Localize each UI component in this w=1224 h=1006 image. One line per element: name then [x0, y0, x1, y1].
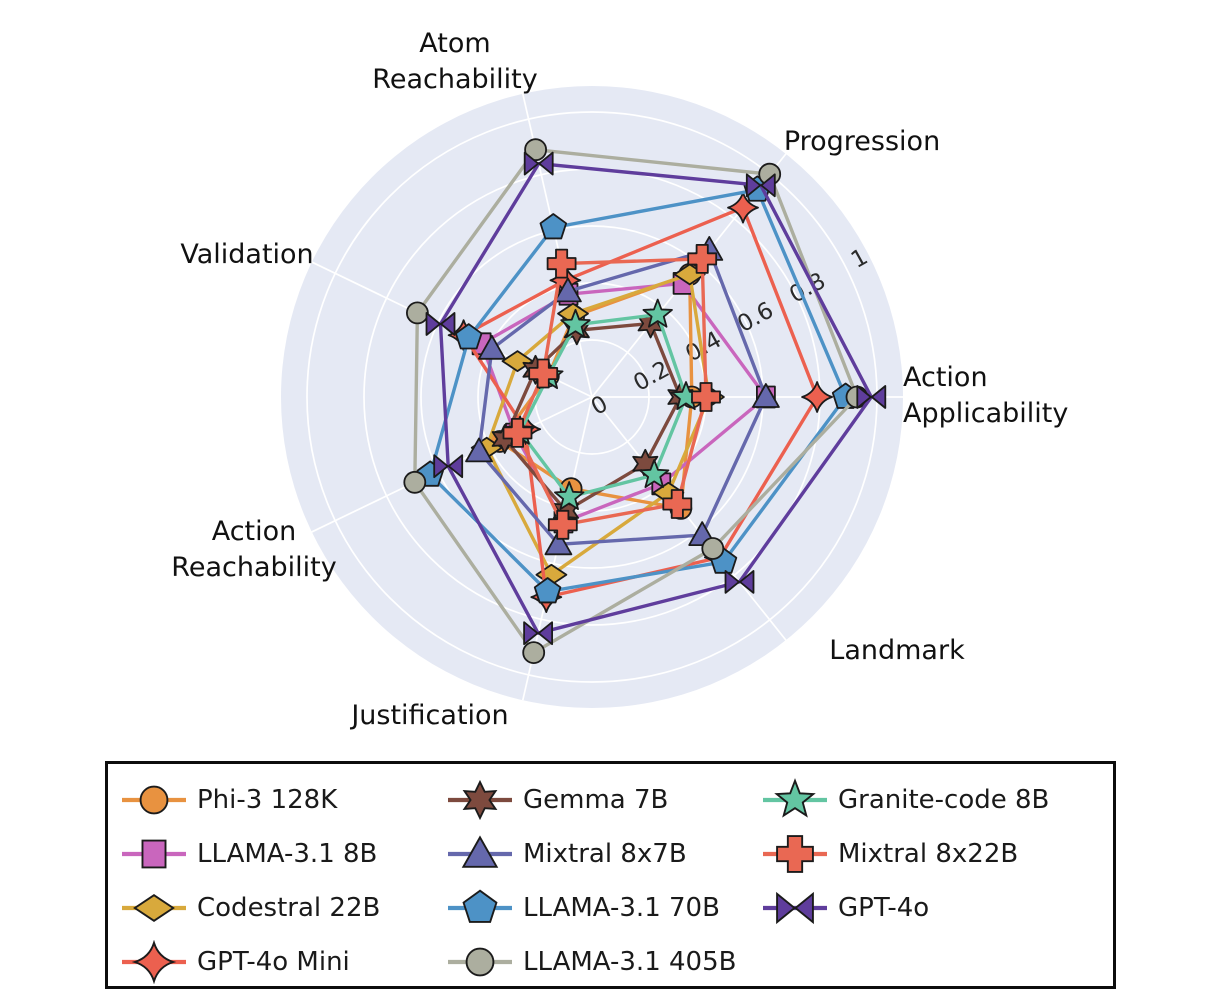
series-line-mixtral-8x22b — [515, 257, 708, 527]
bowtie-marker-gpt-4o — [425, 312, 456, 336]
legend-item-mixtral-8x22b: Mixtral 8x22B — [760, 832, 1018, 876]
plus-marker-mixtral-8x22b — [547, 509, 578, 540]
axis-label-progression: Progression — [783, 126, 941, 157]
legend-item-gpt-4o-mini: GPT-4o Mini — [119, 940, 350, 984]
bowtie-marker-gpt-4o — [724, 570, 755, 594]
legend-item-llama-3-1-8b: LLAMA-3.1 8B — [119, 832, 377, 876]
star5-marker-granite-code-8b — [554, 481, 585, 511]
triangle-marker-mixtral-8x7b — [544, 530, 573, 556]
legend-label-llama-3-1-70b: LLAMA-3.1 70B — [523, 893, 720, 923]
legend-key-llama-3-1-8b — [122, 839, 186, 869]
axis-label-validation: Validation — [180, 239, 314, 270]
legend-label-phi-3-128k: Phi-3 128K — [197, 785, 338, 815]
legend-key-granite-code-8b — [763, 778, 827, 818]
bowtie-marker-gpt-4o — [523, 621, 553, 646]
series-line-gpt-4o — [438, 161, 873, 635]
axis-spoke — [591, 396, 787, 641]
bowtie-icon — [776, 891, 814, 925]
legend-label-granite-code-8b: Granite-code 8B — [838, 785, 1050, 815]
bowtie-marker-gpt-4o — [523, 151, 554, 176]
circle-marker-llama-3-1-405b — [522, 641, 546, 664]
plus-marker-mixtral-8x22b — [691, 382, 721, 412]
bowtie-marker-gpt-4o — [433, 454, 464, 479]
legend-item-llama-3-1-70b: LLAMA-3.1 70B — [445, 886, 720, 930]
pentagon-icon — [462, 889, 498, 923]
triangle-icon — [461, 835, 499, 868]
plus-marker-mixtral-8x22b — [546, 248, 577, 279]
legend-label-gemma-7b: Gemma 7B — [523, 785, 669, 815]
plus-icon — [776, 835, 814, 873]
bowtie-marker-gpt-4o — [856, 385, 887, 409]
square-icon — [141, 839, 167, 869]
triangle-marker-mixtral-8x7b — [477, 334, 506, 360]
series-llama-3-1-405b — [403, 138, 869, 664]
legend-key-gemma-7b — [448, 779, 512, 821]
diamond-icon — [133, 894, 175, 922]
legend-key-llama-3-1-70b — [448, 889, 512, 923]
circle-marker-llama-3-1-405b — [701, 537, 725, 560]
pentagon-marker-llama-3-1-70b — [533, 577, 562, 604]
circle-marker-llama-3-1-405b — [405, 301, 429, 325]
legend-key-phi-3-128k — [122, 785, 186, 815]
series-granite-code-8b — [504, 298, 702, 511]
legend-label-gpt-4o: GPT-4o — [838, 893, 930, 923]
plus-marker-mixtral-8x22b — [687, 243, 718, 274]
legend-key-gpt-4o — [763, 891, 827, 925]
series-line-granite-code-8b — [518, 312, 688, 499]
series-line-llama-3-1-405b — [413, 148, 859, 655]
legend-label-gpt-4o-mini: GPT-4o Mini — [197, 947, 350, 977]
legend-label-mixtral-8x7b: Mixtral 8x7B — [523, 839, 687, 869]
plus-marker-mixtral-8x22b — [662, 489, 693, 519]
star5-marker-granite-code-8b — [642, 298, 673, 328]
circle-icon — [139, 785, 169, 815]
legend-item-granite-code-8b: Granite-code 8B — [760, 778, 1049, 822]
legend-item-gpt-4o: GPT-4o — [760, 886, 929, 930]
legend-item-mixtral-8x7b: Mixtral 8x7B — [445, 832, 687, 876]
legend: Phi-3 128K LLAMA-3.1 8B Codestral 22B GPT-4… — [105, 761, 1116, 989]
series-line-mixtral-8x7b — [477, 248, 768, 546]
axis-label-justification: Justification — [351, 700, 509, 731]
star5-icon — [774, 778, 816, 818]
series-mixtral-8x22b — [502, 243, 721, 540]
pentagon-marker-llama-3-1-70b — [539, 213, 568, 240]
legend-item-codestral-22b: Codestral 22B — [119, 886, 380, 930]
star5-marker-granite-code-8b — [560, 308, 591, 338]
legend-label-mixtral-8x22b: Mixtral 8x22B — [838, 839, 1019, 869]
legend-key-gpt-4o-mini — [122, 940, 186, 984]
bowtie-marker-gpt-4o — [745, 173, 776, 198]
series-line-llama-3-1-70b — [428, 188, 848, 594]
triangle-marker-mixtral-8x7b — [752, 383, 780, 408]
legend-key-mixtral-8x22b — [763, 835, 827, 873]
star4-icon — [131, 940, 177, 984]
star4-marker-gpt-4o-mini — [727, 191, 759, 224]
legend-item-phi-3-128k: Phi-3 128K — [119, 778, 337, 822]
legend-label-codestral-22b: Codestral 22B — [197, 893, 381, 923]
axis-label-landmark: Landmark — [829, 635, 965, 666]
star6-icon — [462, 779, 498, 821]
pentagon-marker-llama-3-1-70b — [454, 323, 483, 350]
star4-marker-gpt-4o-mini — [801, 381, 833, 413]
legend-label-llama-3-1-8b: LLAMA-3.1 8B — [197, 839, 378, 869]
legend-label-llama-3-1-405b: LLAMA-3.1 405B — [523, 947, 737, 977]
series-gpt-4o — [425, 151, 887, 646]
legend-item-gemma-7b: Gemma 7B — [445, 778, 668, 822]
circle-icon — [465, 947, 495, 977]
series-line-gemma-7b — [503, 321, 683, 513]
series-line-gpt-4o-mini — [461, 205, 819, 599]
legend-key-mixtral-8x7b — [448, 835, 512, 868]
plus-marker-mixtral-8x22b — [502, 417, 533, 448]
triangle-marker-mixtral-8x7b — [554, 277, 582, 303]
circle-marker-llama-3-1-405b — [403, 470, 427, 494]
legend-key-codestral-22b — [122, 894, 186, 922]
series-line-codestral-22b — [485, 272, 711, 577]
triangle-marker-mixtral-8x7b — [465, 437, 493, 463]
legend-key-llama-3-1-405b — [448, 947, 512, 977]
plus-marker-mixtral-8x22b — [528, 358, 559, 389]
legend-item-llama-3-1-405b: LLAMA-3.1 405B — [445, 940, 736, 984]
star5-marker-granite-code-8b — [639, 459, 670, 489]
